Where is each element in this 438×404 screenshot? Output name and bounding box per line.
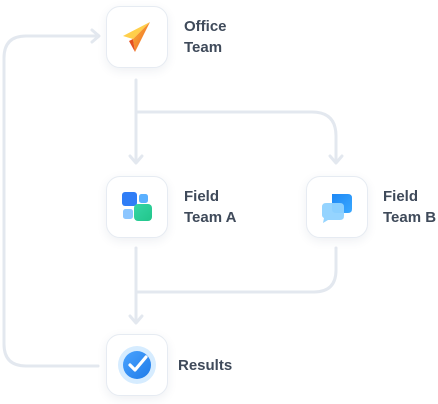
field-team-a-label-line2: Team A — [184, 209, 237, 226]
arrowhead-office — [90, 28, 101, 44]
office-team-tile[interactable] — [106, 6, 168, 68]
field-team-a-label-line1: Field — [184, 188, 220, 205]
connector-results-to-office — [2, 34, 100, 368]
results-label-line1: Results — [178, 357, 233, 374]
check-circle-icon — [118, 346, 156, 384]
arrowhead-field-b — [328, 154, 344, 165]
field-team-a-tile[interactable] — [106, 176, 168, 238]
connector-office-to-field-b — [134, 110, 338, 162]
field-team-b-label: Field Team B — [383, 186, 436, 228]
field-team-b-label-line1: Field — [383, 188, 419, 205]
results-label: Results — [178, 355, 232, 376]
field-team-b-tile[interactable] — [306, 176, 368, 238]
arrowhead-results — [128, 314, 144, 325]
field-team-b-label-line2: Team B — [383, 209, 437, 226]
results-tile[interactable] — [106, 334, 168, 396]
grid-blocks-icon — [122, 192, 152, 221]
connector-field-b-to-results — [134, 246, 338, 294]
paper-plane-icon — [123, 22, 150, 52]
chat-bubbles-icon — [322, 194, 352, 223]
field-team-a-label: Field Team A — [184, 186, 237, 228]
office-team-label: Office Team — [184, 16, 227, 58]
office-team-label-line2: Team — [184, 39, 223, 56]
office-team-label-line1: Office — [184, 18, 227, 35]
arrowhead-field-a — [128, 154, 144, 165]
